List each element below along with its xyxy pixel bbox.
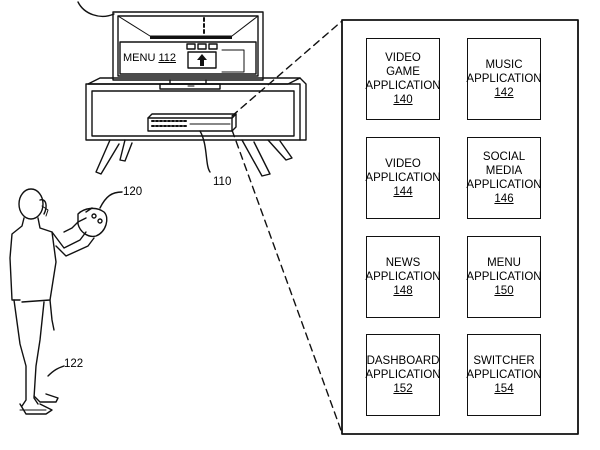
television <box>112 11 264 90</box>
leader-122 <box>47 365 65 377</box>
user-figure <box>9 188 108 415</box>
tv-menu-ref: 112 <box>158 52 176 64</box>
app-name-line1: SOCIAL MEDIA <box>482 151 526 177</box>
tv-menu-panel <box>119 41 257 75</box>
app-ref: 146 <box>494 193 514 205</box>
app-name-line2: APPLICATION <box>466 271 542 283</box>
callout-line-top <box>231 20 343 117</box>
app-box-switcher: SWITCHER APPLICATION 154 <box>466 334 542 416</box>
app-box-news: NEWS APPLICATION 148 <box>365 236 441 318</box>
ref-console: 110 <box>213 176 232 188</box>
leader-110 <box>199 130 211 173</box>
app-name-line2: APPLICATION <box>365 271 441 283</box>
app-name-line2: APPLICATION <box>365 80 441 92</box>
app-name-line1: MENU <box>487 257 521 269</box>
app-ref: 152 <box>393 383 413 395</box>
app-box-menu: MENU APPLICATION 150 <box>466 236 542 318</box>
app-box-dashboard: DASHBOARD APPLICATION 152 <box>365 334 441 416</box>
app-ref: 142 <box>494 87 514 99</box>
tv-cable <box>77 1 115 18</box>
app-name-line2: APPLICATION <box>365 172 441 184</box>
app-name-line1: MUSIC <box>485 59 523 71</box>
app-ref: 148 <box>393 285 413 297</box>
app-ref: 150 <box>494 285 514 297</box>
tv-menu-label: MENU 112 <box>123 52 176 64</box>
applications-panel <box>341 19 579 435</box>
app-name-line1: VIDEO GAME <box>385 52 421 78</box>
app-box-music: MUSIC APPLICATION 142 <box>466 38 542 120</box>
app-name-line1: VIDEO <box>385 158 421 170</box>
game-console <box>147 113 237 132</box>
media-cabinet <box>85 77 307 177</box>
ref-controller: 120 <box>123 186 143 198</box>
app-ref: 144 <box>393 186 413 198</box>
app-name-line1: DASHBOARD <box>366 355 440 367</box>
app-box-social-media: SOCIAL MEDIA APPLICATION 146 <box>466 137 542 219</box>
tv-menu-text: MENU <box>123 52 156 64</box>
app-name-line2: APPLICATION <box>466 73 542 85</box>
app-name-line1: NEWS <box>385 257 421 269</box>
app-box-video-game: VIDEO GAME APPLICATION 140 <box>365 38 441 120</box>
app-ref: 140 <box>393 94 413 106</box>
app-box-video: VIDEO APPLICATION 144 <box>365 137 441 219</box>
app-name-line2: APPLICATION <box>365 369 441 381</box>
leader-120 <box>99 191 123 209</box>
app-ref: 154 <box>494 383 514 395</box>
callout-line-bottom <box>231 129 343 434</box>
app-name-line2: APPLICATION <box>466 369 542 381</box>
ref-user: 122 <box>64 358 84 370</box>
app-name-line2: APPLICATION <box>466 179 542 191</box>
app-name-line1: SWITCHER <box>473 355 535 367</box>
